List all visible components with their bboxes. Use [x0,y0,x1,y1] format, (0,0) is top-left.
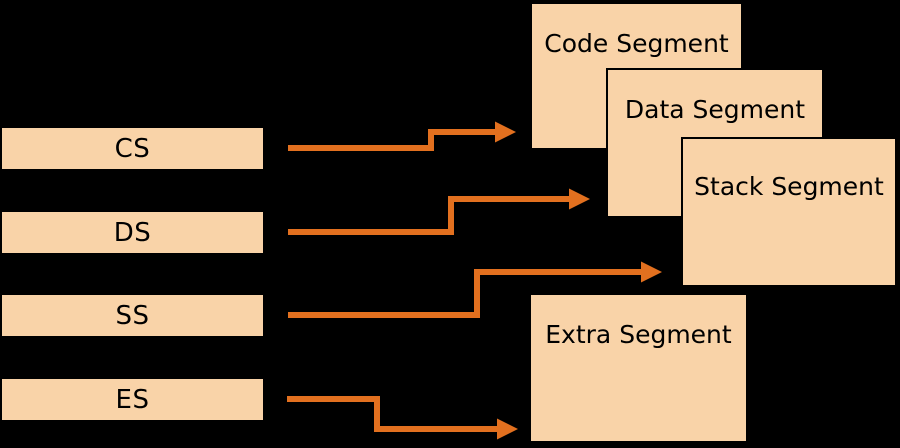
segment-label-data: Data Segment [624,95,806,124]
register-label-ss: SS [115,300,150,331]
cs-to-code-arrow-icon [288,121,516,151]
register-bar-cs: CS [0,126,265,171]
segment-label-extra: Extra Segment [545,320,732,349]
ds-to-data-arrow-icon [288,188,590,235]
register-bar-ds: DS [0,210,265,255]
register-label-ds: DS [113,217,152,248]
register-bar-es: ES [0,377,265,422]
segment-box-stack: Stack Segment [681,137,897,287]
register-bar-ss: SS [0,293,265,338]
es-to-extra-arrow-icon [287,396,518,440]
segment-label-stack: Stack Segment [694,172,884,201]
register-label-cs: CS [114,133,151,164]
segment-label-code: Code Segment [544,29,729,58]
register-label-es: ES [115,384,150,415]
segment-box-extra: Extra Segment [529,293,748,443]
